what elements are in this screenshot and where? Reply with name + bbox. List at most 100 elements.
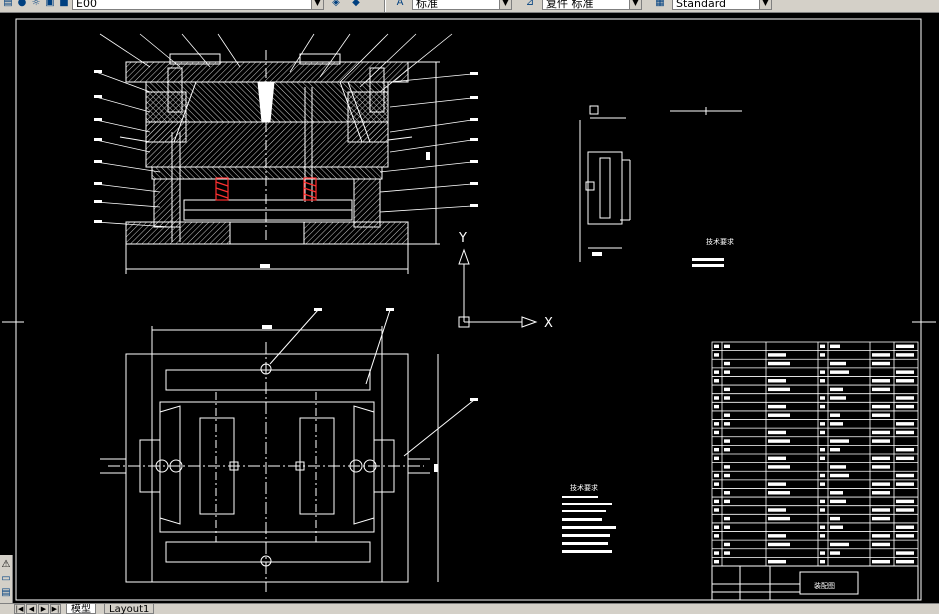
parts-list-cell-text (830, 387, 843, 392)
parts-list-cell-text (896, 482, 914, 486)
make-current-layer-icon[interactable]: ◈ (332, 0, 340, 8)
parts-list-cell-text (768, 379, 786, 383)
parts-list-cell-text (724, 447, 730, 452)
bulb-icon[interactable]: ● (17, 0, 27, 8)
parts-list-cell-text (724, 344, 730, 349)
chevron-down-icon: ▼ (311, 0, 323, 9)
parts-list-cell-text (872, 353, 890, 357)
parts-list-cell-text (830, 465, 846, 469)
layer-previous-icon[interactable]: ◆ (352, 0, 360, 8)
part-balloons-left (94, 70, 171, 228)
parts-list-cell-text (896, 396, 914, 400)
parts-list-cell-text (820, 396, 825, 400)
text-style-dropdown[interactable]: 标准 ▼ (412, 0, 512, 10)
parts-list-cell-text (830, 422, 843, 426)
parts-list-cell-text (820, 344, 825, 349)
parts-list-cell-text (820, 456, 825, 461)
parts-list-cell-text (820, 430, 825, 435)
parts-list-cell-text (820, 508, 825, 512)
parts-list-cell-text (872, 542, 890, 547)
parts-list-cell-text (872, 404, 890, 409)
chevron-down-icon: ▼ (759, 0, 771, 9)
title-block (711, 565, 919, 601)
dim-style-dropdown[interactable]: 复件 标准 ▼ (542, 0, 642, 10)
text-style-icon[interactable]: A (396, 0, 404, 8)
mold-plan-view (100, 308, 478, 592)
parts-list-cell-text (714, 370, 719, 374)
parts-list-cell-text (820, 422, 825, 426)
dim-style-value: 复件 标准 (546, 0, 594, 10)
parts-list-cell-text (820, 447, 825, 452)
parts-list-cell-text (768, 542, 790, 547)
parts-list-cell-text (830, 551, 840, 555)
parts-list-cell-text (714, 551, 719, 555)
parts-list-cell-text (724, 542, 730, 547)
parts-list-cell-text (768, 465, 790, 469)
parts-list-cell-text (896, 379, 914, 383)
ejector-springs (215, 177, 317, 201)
parts-list-cell-text (820, 404, 825, 409)
window-icon[interactable]: ▭ (1, 573, 11, 584)
layout-icon[interactable]: ▤ (1, 587, 11, 598)
parts-list-cell-text (768, 430, 786, 435)
parts-list-cell-text (896, 422, 914, 426)
parts-list-cell-text (872, 439, 890, 443)
parts-list-cell-text (820, 353, 825, 357)
parts-list-cell-text (724, 396, 730, 400)
parts-list-cell-text (872, 491, 890, 495)
parts-list-cell-text (768, 516, 790, 521)
parts-list-cell-text (896, 534, 914, 538)
parts-list-cell-text (714, 430, 719, 435)
parts-list-cell-text (724, 413, 730, 417)
parts-list-cell-text (896, 559, 914, 564)
parts-list-cell-text (830, 542, 849, 547)
parts-list-cell-text (714, 559, 719, 564)
parts-list-cell-text (714, 499, 719, 504)
table-style-dropdown[interactable]: Standard ▼ (672, 0, 772, 10)
parts-list-cell-text (872, 516, 890, 521)
parts-list-cell-text (724, 491, 730, 495)
parts-list-cell-text (872, 430, 890, 435)
parts-list-cell-text (896, 508, 914, 512)
parts-list-cell-text (820, 559, 825, 564)
parts-list-cell-text (830, 499, 846, 504)
parts-list-cell-text (820, 525, 825, 529)
parts-list-cell-text (768, 456, 786, 461)
parts-list-cell-text (820, 379, 825, 383)
text-style-value: 标准 (416, 0, 438, 10)
part-balloons-top (99, 33, 453, 93)
parts-list-cell-text (896, 456, 914, 461)
layer-dropdown[interactable]: E00 ▼ (72, 0, 324, 10)
parts-list-cell-text (768, 482, 786, 486)
tech-req-title: 技术要求 (570, 483, 598, 492)
right-note-block: 技术要求 (692, 237, 734, 267)
parts-list-cell-text (768, 559, 786, 564)
layer-manager-icon[interactable]: ▤ (3, 0, 13, 8)
warning-icon[interactable]: ⚠ (1, 559, 11, 570)
parts-list-cell-text (724, 525, 730, 529)
parts-list-cell-text (768, 413, 790, 417)
part-balloons-right (379, 72, 478, 213)
table-style-icon[interactable]: ▦ (655, 0, 665, 8)
parts-list-cell-text (768, 361, 790, 366)
lock-icon[interactable]: ▣ (45, 0, 55, 8)
parts-list-cell-text (830, 370, 849, 374)
parts-list-cell-text (872, 508, 890, 512)
parts-list-cell-text (872, 465, 890, 469)
sun-icon[interactable]: ☼ (31, 0, 41, 8)
parts-list-cell-text (724, 370, 730, 374)
parts-list-cell-text (896, 430, 914, 435)
drawing-canvas[interactable]: 技术要求 Y X 技术要求 装配图 (0, 12, 939, 603)
left-tool-strip: ⚠ ▭ ▤ (0, 555, 13, 603)
parts-list-cell-text (896, 447, 914, 452)
layer-color-icon[interactable]: ■ (59, 0, 69, 8)
parts-list-cell-text (896, 525, 914, 529)
parts-list-table (711, 341, 919, 567)
parts-list-cell-text (830, 344, 840, 349)
ucs-x-label: X (544, 316, 553, 331)
part-detail-views (579, 105, 742, 262)
dim-style-icon[interactable]: ⊿ (525, 0, 535, 8)
parts-list-cell-text (830, 516, 840, 521)
parts-list-cell-text (830, 413, 840, 417)
parts-list-cell-text (896, 404, 914, 409)
